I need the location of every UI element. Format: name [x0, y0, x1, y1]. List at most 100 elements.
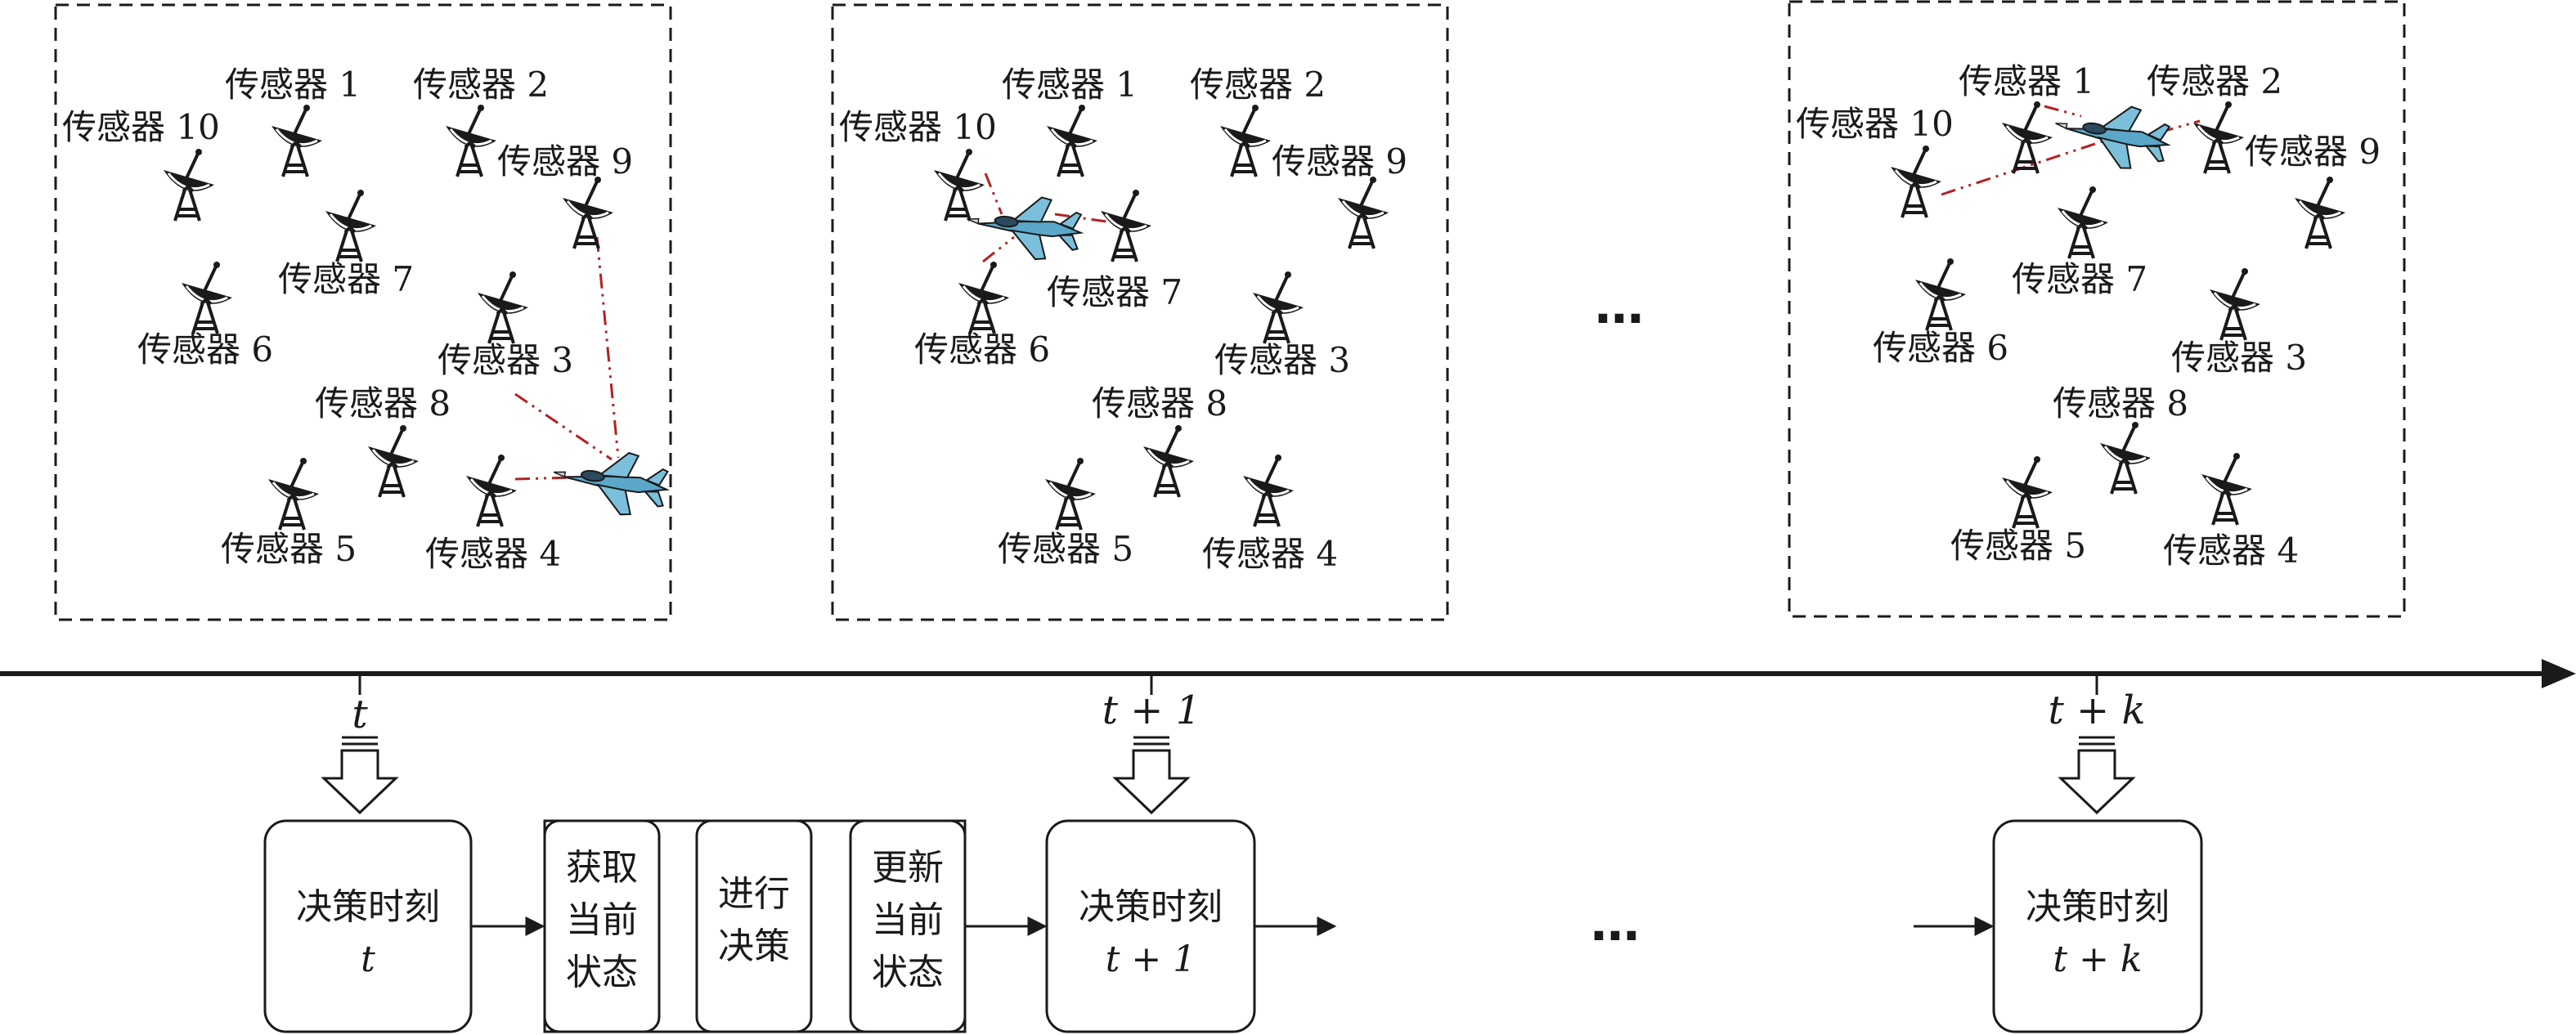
step-line: 决策: [718, 925, 790, 967]
sensor-dish-icon-6: [957, 260, 1011, 335]
step-line: 当前: [566, 899, 638, 941]
sensor-label-7: 传感器 7: [278, 259, 414, 299]
sensor-label-3: 传感器 3: [438, 340, 573, 380]
aircraft-icon: [963, 189, 1085, 265]
decision-box-time: t + k: [2053, 939, 2142, 980]
sensor-label-1: 传感器 1: [1959, 61, 2094, 101]
decision-box-t-plus-k: 决策时刻 t + k: [1992, 819, 2203, 1033]
step-observe-state: 获取 当前 状态: [543, 819, 661, 1033]
down-arrow-icon-t: [321, 736, 399, 815]
step-line: 获取: [566, 847, 638, 889]
timeline: t t + 1 t + k: [0, 659, 2576, 737]
process-steps: 获取 当前 状态 进行 决策 更新 当前 状态: [543, 819, 967, 1033]
sensor-label-6: 传感器 6: [914, 329, 1050, 370]
scenario-panel-t-plus-1: 传感器 1 传感器 2 传感器 3 传感器 4 传感器 5 传感器 6 传感器 …: [831, 3, 1449, 621]
sensor-dish-icon-4: [1241, 453, 1295, 528]
tick-label-t-plus-k: t + k: [2048, 688, 2145, 733]
sensor-label-6: 传感器 6: [1873, 328, 2008, 368]
sensor-label-10: 传感器 10: [1796, 104, 1954, 144]
link-7-jet: [1054, 213, 1113, 224]
link-6-jet: [982, 235, 1015, 263]
step-line: 当前: [872, 899, 944, 941]
sensor-label-2: 传感器 2: [413, 65, 549, 105]
decision-box-label: 决策时刻: [296, 886, 440, 928]
flow-ellipsis: …: [1591, 895, 1640, 952]
sensor-label-1: 传感器 1: [225, 65, 361, 105]
sensor-dish-icon-3: [476, 270, 530, 345]
sensor-dish-icon-10: [162, 147, 216, 222]
sensor-dish-icon-5: [267, 456, 321, 531]
step-line: 状态: [872, 952, 944, 993]
sensor-label-5: 传感器 5: [221, 529, 357, 569]
panel-border: [54, 3, 672, 621]
decision-box-t: 决策时刻 t: [263, 819, 473, 1033]
sensor-dish-icon-2: [1218, 103, 1272, 178]
sensor-dish-icon-3: [2208, 267, 2262, 342]
sensor-label-5: 传感器 5: [1950, 526, 2086, 566]
sensor-dish-icon-7: [1099, 188, 1153, 263]
step-update-state: 更新 当前 状态: [849, 819, 967, 1033]
panel-ellipsis: …: [1595, 278, 1644, 335]
sensor-dish-icon-9: [561, 175, 615, 250]
sensor-dish-icon-9: [2293, 175, 2347, 250]
sensor-label-3: 传感器 3: [1214, 340, 1350, 380]
link-1-jet: [2044, 105, 2082, 118]
link-4-jet: [514, 476, 573, 481]
decision-box-t-plus-1: 决策时刻 t + 1: [1045, 819, 1256, 1033]
sensor-label-8: 传感器 8: [2053, 383, 2188, 423]
sensor-label-8: 传感器 8: [315, 383, 451, 423]
sensor-label-1: 传感器 1: [1002, 65, 1138, 105]
sensor-dish-icon-1: [1045, 103, 1099, 178]
sensor-label-8: 传感器 8: [1092, 383, 1227, 423]
panel-border: [1788, 0, 2406, 618]
panel-border: [831, 3, 1449, 621]
tick-label-t: t: [352, 692, 368, 737]
decision-flow: 决策时刻 t 获取 当前 状态 进行 决策 更新 当前 状态: [263, 819, 2203, 1033]
sensor-label-6: 传感器 6: [137, 329, 273, 370]
decision-box-time: t: [361, 939, 375, 980]
sensor-links: [514, 236, 620, 481]
sensor-dish-icon-5: [1043, 456, 1097, 531]
link-10-jet: [984, 172, 1003, 215]
sensor-label-10: 传感器 10: [62, 107, 220, 147]
down-arrow-icon-t-plus-k: [2058, 736, 2136, 815]
sensor-dish-icon-1: [270, 103, 324, 178]
step-make-decision: 进行 决策: [695, 819, 813, 1033]
sensor-dish-icon-7: [2056, 185, 2110, 260]
decision-box-label: 决策时刻: [1079, 886, 1223, 928]
aircraft-icon: [548, 441, 672, 522]
sensor-dish-icon-6: [1914, 257, 1968, 332]
step-line: 状态: [566, 952, 638, 993]
decision-box-time: t + 1: [1106, 939, 1196, 980]
sensor-dish-icon-6: [180, 260, 234, 335]
sensor-dish-icon-10: [932, 147, 986, 222]
sensor-dish-icon-3: [1251, 270, 1305, 345]
sensor-label-4: 传感器 4: [2163, 531, 2299, 571]
timeline-arrowhead: [2542, 659, 2576, 688]
down-arrows: [321, 736, 2136, 815]
sensor-dish-icon-2: [444, 103, 498, 178]
sensor-dish-icon-8: [1142, 423, 1196, 499]
sensor-dish-icon-2: [2192, 100, 2246, 175]
tick-label-t-plus-1: t + 1: [1102, 688, 1201, 733]
sensor-links: [982, 172, 1113, 263]
sensor-dish-icon-1: [2000, 100, 2054, 175]
sensor-dish-icon-9: [1336, 175, 1390, 250]
sensor-label-3: 传感器 3: [2171, 338, 2307, 378]
sensor-label-10: 传感器 10: [839, 107, 997, 147]
sensor-dish-icon-4: [2200, 451, 2254, 526]
step-line: 进行: [718, 873, 790, 915]
sensor-label-2: 传感器 2: [2147, 61, 2282, 101]
link-9-jet: [595, 236, 620, 459]
sensor-label-9: 传感器 9: [2245, 132, 2381, 172]
down-arrow-icon-t-plus-1: [1112, 736, 1191, 815]
sensor-label-4: 传感器 4: [425, 534, 561, 574]
sensor-dish-icon-7: [324, 188, 378, 263]
scenario-panel-t: 传感器 1 传感器 2 传感器 3 传感器 4 传感器 5 传感器 6 传感器 …: [54, 3, 672, 621]
sensor-dish-icon-8: [2098, 420, 2152, 495]
sensor-label-2: 传感器 2: [1190, 65, 1326, 105]
sensor-label-9: 传感器 9: [497, 141, 633, 181]
link-10-jet: [1941, 137, 2111, 196]
aircraft-icon: [2049, 93, 2174, 177]
